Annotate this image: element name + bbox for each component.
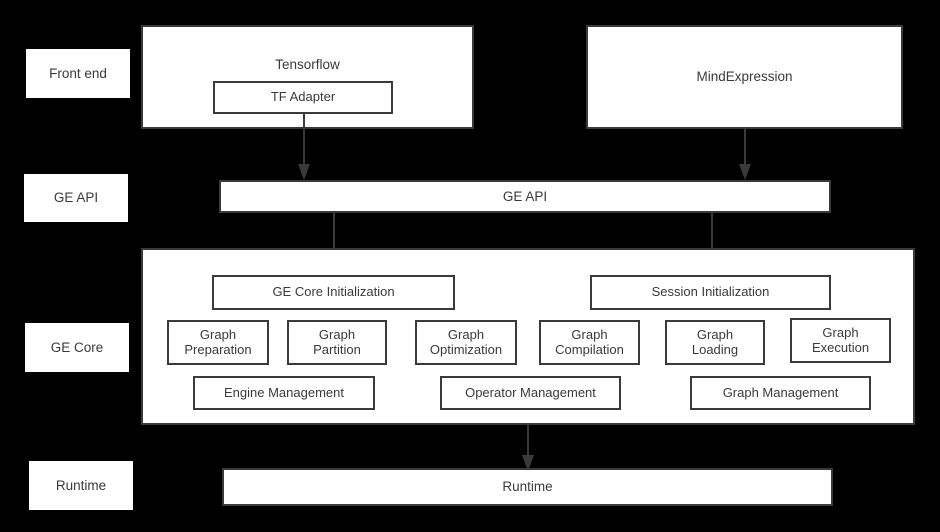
ge-core-initialization-box[interactable]: GE Core Initialization bbox=[212, 275, 455, 310]
layer-label-runtime: Runtime bbox=[29, 461, 133, 510]
frontend-mindexpression-container: MindExpression bbox=[586, 25, 903, 129]
module-graph-compilation[interactable]: Graph Compilation bbox=[539, 320, 640, 365]
management-graph[interactable]: Graph Management bbox=[690, 376, 871, 410]
session-initialization-box[interactable]: Session Initialization bbox=[590, 275, 831, 310]
layer-label-front-end: Front end bbox=[26, 49, 130, 98]
layer-label-ge-api: GE API bbox=[24, 174, 128, 222]
arrow-ge-core-to-runtime bbox=[520, 425, 536, 471]
module-graph-partition[interactable]: Graph Partition bbox=[287, 320, 387, 365]
layer-label-ge-core: GE Core bbox=[25, 323, 129, 372]
ge-api-bar[interactable]: GE API bbox=[219, 180, 831, 213]
module-graph-execution[interactable]: Graph Execution bbox=[790, 318, 891, 363]
mindexpression-title: MindExpression bbox=[696, 69, 793, 85]
tf-adapter-box[interactable]: TF Adapter bbox=[213, 81, 393, 114]
management-operator[interactable]: Operator Management bbox=[440, 376, 621, 410]
arrow-tf-adapter-to-ge-api bbox=[296, 114, 312, 180]
arrow-mindexpression-to-ge-api bbox=[737, 129, 753, 180]
module-graph-loading[interactable]: Graph Loading bbox=[665, 320, 765, 365]
tensorflow-title: Tensorflow bbox=[275, 57, 340, 72]
module-graph-optimization[interactable]: Graph Optimization bbox=[415, 320, 517, 365]
runtime-bar[interactable]: Runtime bbox=[222, 468, 833, 506]
module-graph-preparation[interactable]: Graph Preparation bbox=[167, 320, 269, 365]
management-engine[interactable]: Engine Management bbox=[193, 376, 375, 410]
